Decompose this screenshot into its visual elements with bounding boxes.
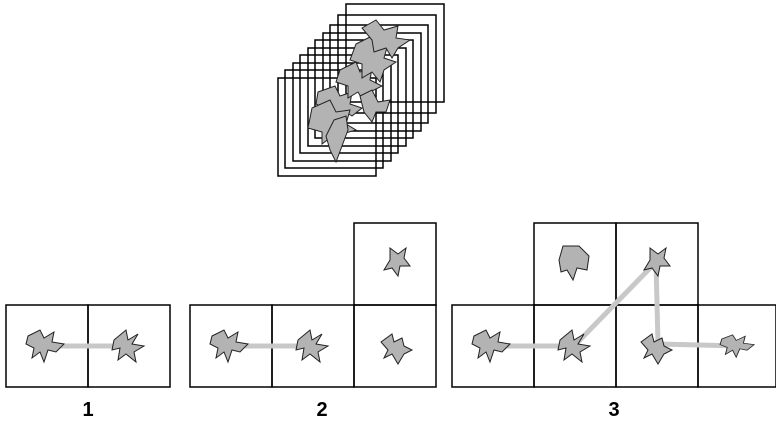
blob-shape (471, 329, 511, 363)
panel-label: 2 (316, 399, 327, 421)
panel-1: 1 (5, 304, 171, 421)
panel-2: 2 (189, 222, 437, 421)
panel-label: 3 (608, 399, 619, 421)
blob-shape (25, 329, 65, 363)
stack-frame (337, 14, 437, 114)
blob-shape (558, 245, 590, 281)
stack-frame (299, 54, 399, 154)
stack-frame (345, 3, 445, 103)
blob-shape (361, 19, 412, 59)
blob-shape (325, 115, 349, 164)
blob-shape (383, 247, 411, 277)
blob-shape (295, 329, 329, 363)
blob-shape (111, 329, 145, 363)
blob-shape (359, 89, 391, 123)
blob-shape (719, 334, 755, 358)
blob-shape (209, 329, 249, 363)
grid-cell (353, 222, 437, 306)
stack-frame (292, 62, 392, 162)
overlapping-blobs (307, 19, 412, 164)
stack-frame (277, 77, 377, 177)
panel-label: 1 (82, 399, 93, 421)
stacked-frames-group (277, 3, 445, 177)
stack-frame (284, 69, 384, 169)
blob-shape (380, 333, 413, 365)
panel-3: 3 (451, 222, 776, 421)
